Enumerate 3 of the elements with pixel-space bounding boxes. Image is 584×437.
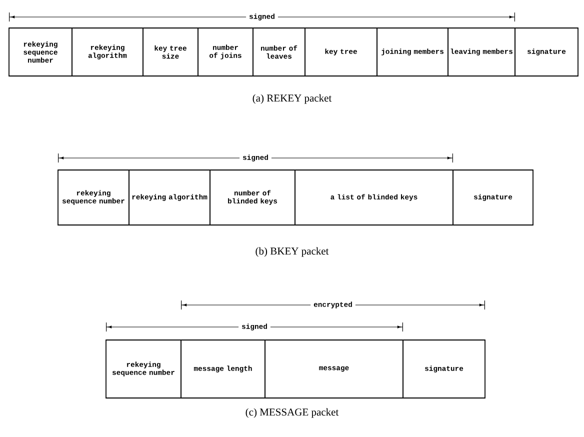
caption: (b) BKEY packet xyxy=(256,247,329,257)
caption: (a) REKEY packet xyxy=(252,94,332,104)
caption: (c) MESSAGE packet xyxy=(246,408,339,418)
